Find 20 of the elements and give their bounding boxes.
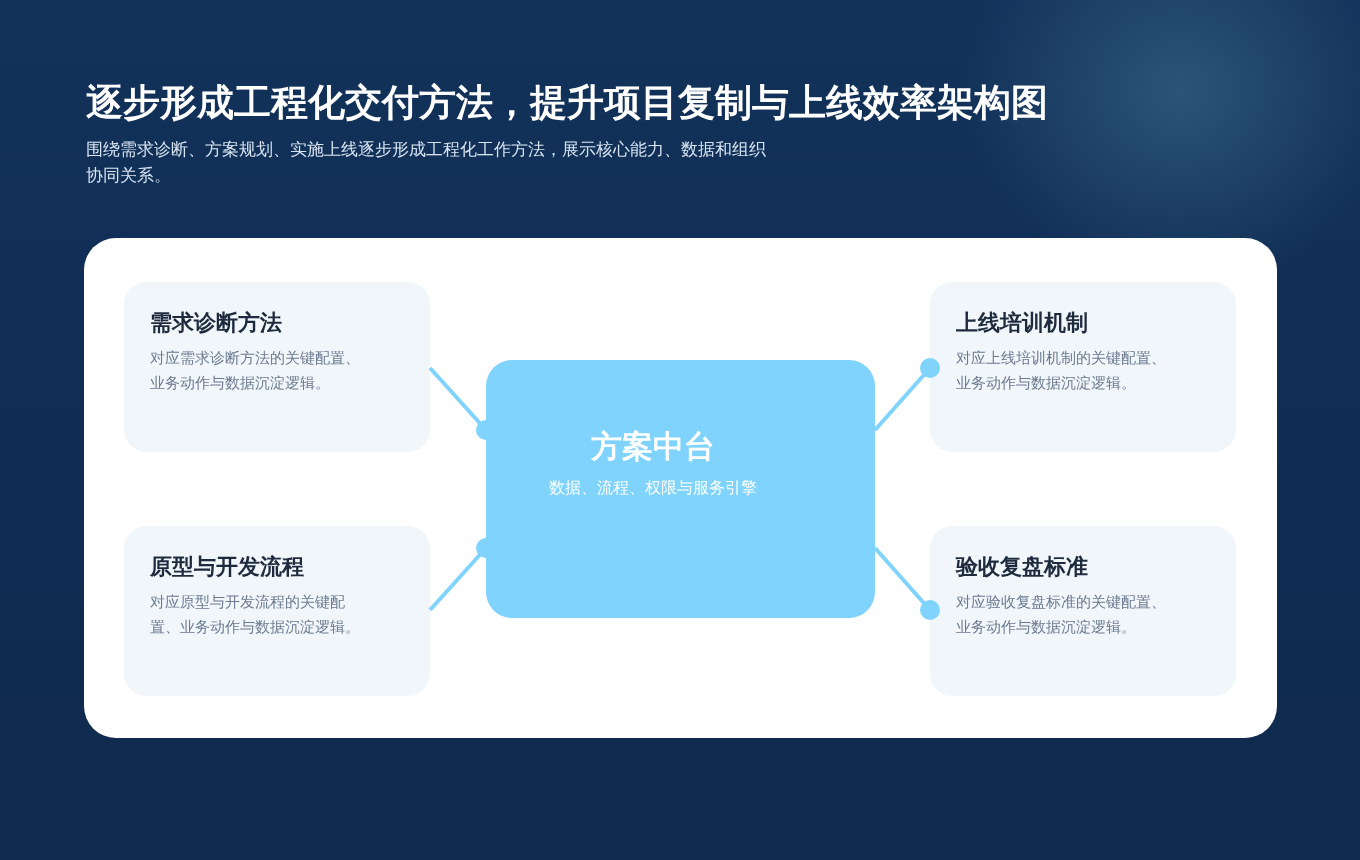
card-heading: 方案中台 — [590, 427, 716, 466]
title: 逐步形成工程化交付方法，提升项目复制与上线效率架构图 — [86, 80, 1048, 126]
card-heading: 上线培训机制 — [956, 309, 1088, 337]
method-card — [930, 526, 1236, 696]
card-description: 对应原型与开发流程的关键配置、业务动作与数据沉淀逻辑。 — [150, 592, 361, 638]
method-card — [930, 282, 1236, 452]
connector-line — [873, 546, 940, 620]
card-heading: 原型与开发流程 — [150, 553, 304, 581]
card-description: 对应验收复盘标准的关键配置、业务动作与数据沉淀逻辑。 — [956, 592, 1167, 638]
card-description: 数据、流程、权限与服务引擎 — [548, 478, 758, 499]
card-heading: 需求诊断方法 — [150, 309, 282, 337]
connector-line — [873, 358, 940, 432]
subtitle: 围绕需求诊断、方案规划、实施上线逐步形成工程化工作方法，展示核心能力、数据和组织协同关系。 — [86, 138, 766, 187]
hub-box — [486, 360, 875, 618]
card-heading: 验收复盘标准 — [956, 553, 1088, 581]
method-card — [124, 282, 430, 452]
card-description: 对应上线培训机制的关键配置、业务动作与数据沉淀逻辑。 — [956, 348, 1167, 394]
method-card — [124, 526, 430, 696]
card-description: 对应需求诊断方法的关键配置、业务动作与数据沉淀逻辑。 — [150, 348, 361, 394]
panel-background — [84, 238, 1277, 738]
